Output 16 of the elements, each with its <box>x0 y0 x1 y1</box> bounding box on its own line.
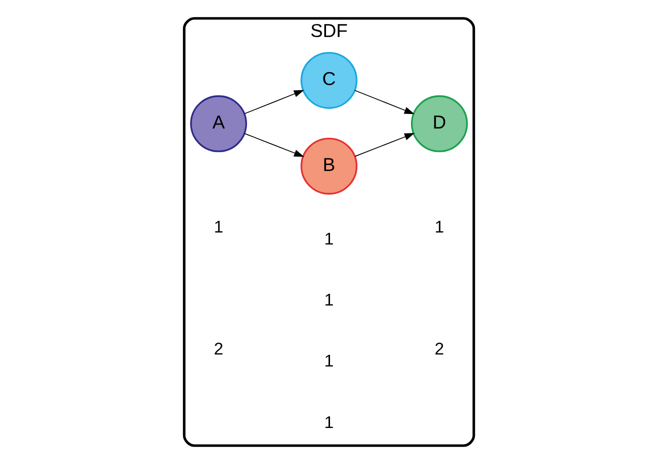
label: 1 <box>324 352 334 371</box>
label: 1 <box>214 217 224 236</box>
label: 1 <box>324 412 334 432</box>
node-circle: A <box>190 95 248 152</box>
node-circle: D <box>410 95 468 152</box>
node-circle: C <box>300 52 358 109</box>
arrow <box>354 90 415 114</box>
arrow <box>244 133 304 157</box>
label: 1 <box>324 229 334 248</box>
label: 1 <box>324 290 334 310</box>
label: 1 <box>434 217 444 236</box>
label: 2 <box>434 340 444 359</box>
arrow <box>354 133 415 157</box>
label: 2 <box>214 340 224 359</box>
arrow <box>244 90 304 114</box>
node-circle: B <box>300 138 358 195</box>
